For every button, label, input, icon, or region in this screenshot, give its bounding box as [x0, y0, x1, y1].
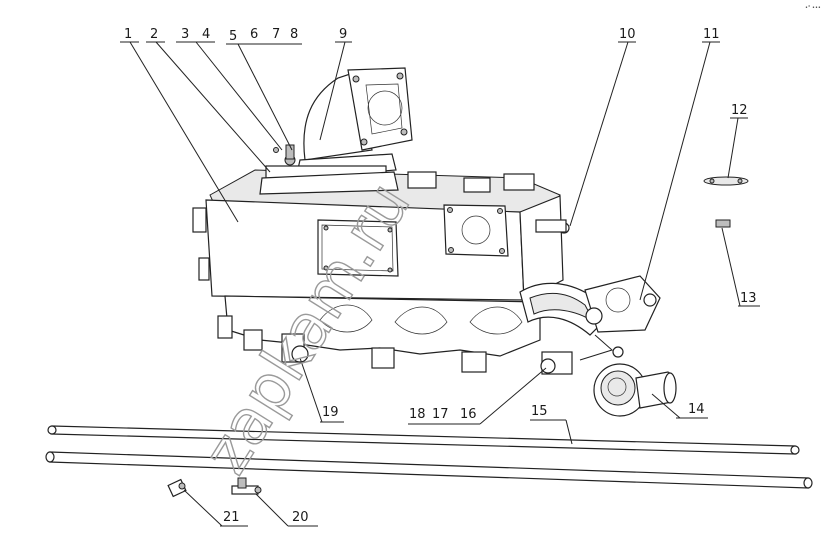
callout-labels: 1 2 3 4 5 6 7 8 9 10 11 12 13 14 15 16 1… — [124, 27, 757, 525]
intake-elbow — [295, 67, 413, 179]
exhaust-runners — [217, 219, 661, 375]
manifold-housing — [192, 144, 564, 301]
tube-part-15 — [45, 425, 813, 489]
callout-1: 1 — [124, 27, 132, 42]
leader-lines — [120, 41, 760, 527]
callout-18: 18 — [409, 407, 426, 422]
callout-19: 19 — [322, 405, 339, 420]
callout-8: 8 — [290, 27, 298, 42]
callout-15: 15 — [531, 404, 548, 419]
washer-part-13 — [715, 219, 731, 228]
callout-3: 3 — [181, 27, 189, 42]
callout-5: 5 — [229, 29, 237, 44]
callout-20: 20 — [292, 510, 309, 525]
callout-21: 21 — [223, 510, 240, 525]
callout-10: 10 — [619, 27, 636, 42]
fitting-part-21 — [167, 478, 187, 498]
callout-14: 14 — [688, 402, 705, 417]
callout-16: 16 — [460, 407, 477, 422]
callout-6: 6 — [250, 27, 258, 42]
callout-7: 7 — [272, 27, 280, 42]
fitting-part-20 — [231, 477, 262, 495]
callout-2: 2 — [150, 27, 158, 42]
callout-4: 4 — [202, 27, 210, 42]
callout-12: 12 — [731, 103, 748, 118]
callout-13: 13 — [740, 291, 757, 306]
corner-mark: •° ••• — [805, 5, 821, 11]
callout-11: 11 — [703, 27, 720, 42]
callout-17: 17 — [432, 407, 449, 422]
outlet-elbow-part-14 — [593, 363, 677, 417]
gasket-part-12 — [703, 176, 749, 186]
callout-9: 9 — [339, 27, 347, 42]
